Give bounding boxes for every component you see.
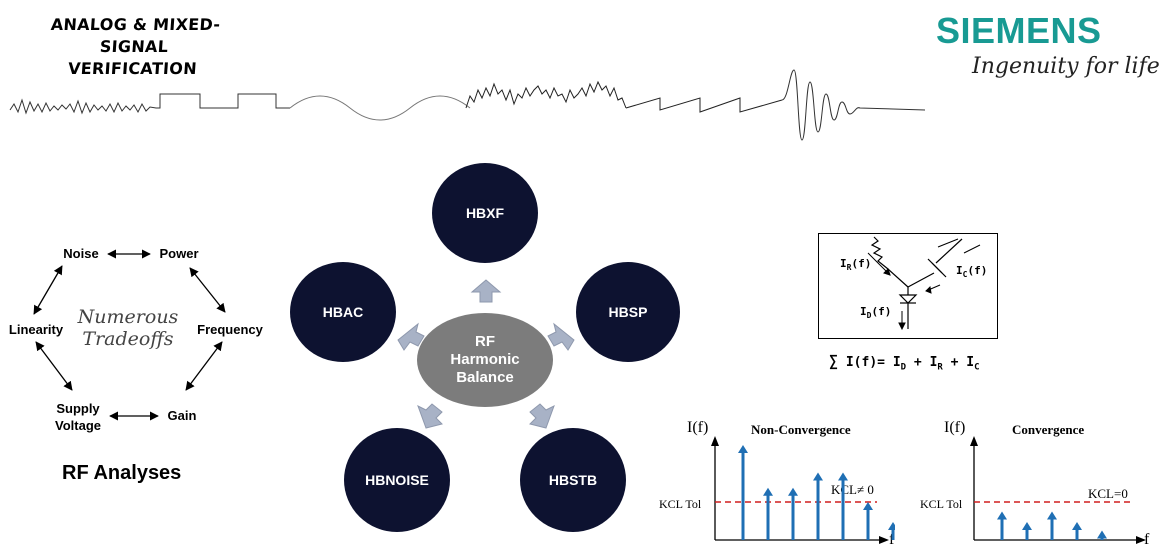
label-id: ID(f) [860,305,891,320]
ir-arg: (f) [851,257,872,270]
center-line2: Harmonic [450,351,520,368]
arrow-left [397,322,425,351]
hub-arrows [397,279,575,429]
eq-ir-sub: R [937,362,943,373]
eq-id: I [892,355,901,370]
ic-subscript: C [962,270,968,280]
diode-symbol [898,294,918,304]
c-title: Convergence [1012,422,1084,437]
nc-tol-label: KCL Tol [659,497,702,511]
waveform-ringing [781,69,926,141]
c-bar-head-0 [997,511,1007,520]
waveform-banner [9,69,926,141]
c-bar-head-4 [1097,530,1107,539]
c-bar-head-1 [1022,521,1032,530]
center-line1: RF [475,333,495,350]
tradeoffs-center-line2: Tradeoffs [82,328,174,350]
arrow-frequency-gain [185,341,223,391]
label-ic: IC(f) [956,264,987,279]
node-supply-voltage: Supply Voltage [44,400,112,434]
eq-plus-2: + [942,355,967,370]
node-power: Power [159,246,199,261]
waveform-sawtooth [625,97,783,113]
ir-subscript: R [846,263,852,273]
hbac-circle: HBAC [290,262,396,362]
spectrum-convergence: I(f) Convergence KCL Tol KCL=0 f [920,419,1150,548]
node-noise: Noise [63,246,99,261]
rf-harmonic-balance-center: RF Harmonic Balance [417,313,553,407]
tradeoffs-center: Numerous Tradeoffs [62,306,194,350]
arrow-noise-linearity [33,265,63,315]
nc-bar-head-6 [888,521,895,530]
waveform-line [9,93,290,115]
node-frequency: Frequency [197,322,263,337]
c-bar-head-2 [1047,511,1057,520]
header-title-line1: ANALOG & MIXED-SIGNAL [50,15,221,56]
eq-plus-1: + [906,355,930,370]
nc-bar-head-1 [763,487,773,496]
c-x-label: f [1144,531,1150,548]
eq-ic-sub: C [974,362,980,373]
arrow-down-left [417,403,443,429]
nc-bar-head-0 [738,445,748,453]
hbnoise-circle: HBNOISE [344,428,450,532]
nc-title: Non-Convergence [751,422,851,437]
kcl-equation: ∑ I(f)= ID + IR + IC [829,352,980,373]
label-ir: IR(f) [840,257,871,272]
center-line3: Balance [456,369,514,386]
siemens-logo: SIEMENS [936,10,1102,51]
nc-bar-head-5 [863,502,873,510]
eq-ic: I [966,355,975,370]
spectrum-nonconvergence: I(f) Non-Convergence KCL Tol KCL≠ 0 f [659,419,895,548]
nc-status: KCL≠ 0 [831,482,874,497]
c-y-label: I(f) [944,419,965,436]
ic-arg: (f) [967,264,988,277]
tagline: Ingenuity for life [972,54,1160,79]
node-gain: Gain [167,408,197,423]
arrow-power-frequency [189,267,226,313]
arrow-down-right [529,403,555,429]
arrow-up [470,279,502,303]
tradeoffs-center-line1: Numerous [77,306,179,328]
arrow-right [547,322,575,351]
eq-ir: I [929,355,938,370]
tradeoffs-arrows [33,249,226,421]
eq-id-sub: D [900,362,907,373]
waveform-noise [465,80,627,109]
c-bar-head-3 [1072,521,1082,530]
kcl-circuit-drawing [867,236,981,331]
resistor-zigzag [870,236,909,288]
hbstb-circle: HBSTB [520,428,626,532]
eq-lhs: I(f)= [838,355,893,370]
waveform-sine [289,95,471,121]
hbsp-circle: HBSP [576,262,680,362]
node-supply-line1: Supply [56,401,100,416]
nc-bar-head-4 [838,472,848,481]
nc-y-label: I(f) [687,419,708,436]
ir-letter: I [840,257,847,270]
hbxf-circle: HBXF [432,163,538,263]
c-status: KCL=0 [1088,486,1128,501]
rf-analyses-caption: RF Analyses [62,462,182,484]
node-linearity: Linearity [8,322,64,337]
id-letter: I [860,305,867,318]
arrow-linearity-supply [35,341,73,391]
c-tol-label: KCL Tol [920,497,963,511]
id-subscript: D [866,311,872,321]
node-supply-line2: Voltage [55,418,101,433]
ic-letter: I [956,264,963,277]
nc-bar-head-3 [813,472,823,481]
nc-bar-head-2 [788,487,798,496]
sum-symbol: ∑ [829,352,839,370]
kcl-circuit-box [818,233,998,339]
id-arg: (f) [871,305,892,318]
